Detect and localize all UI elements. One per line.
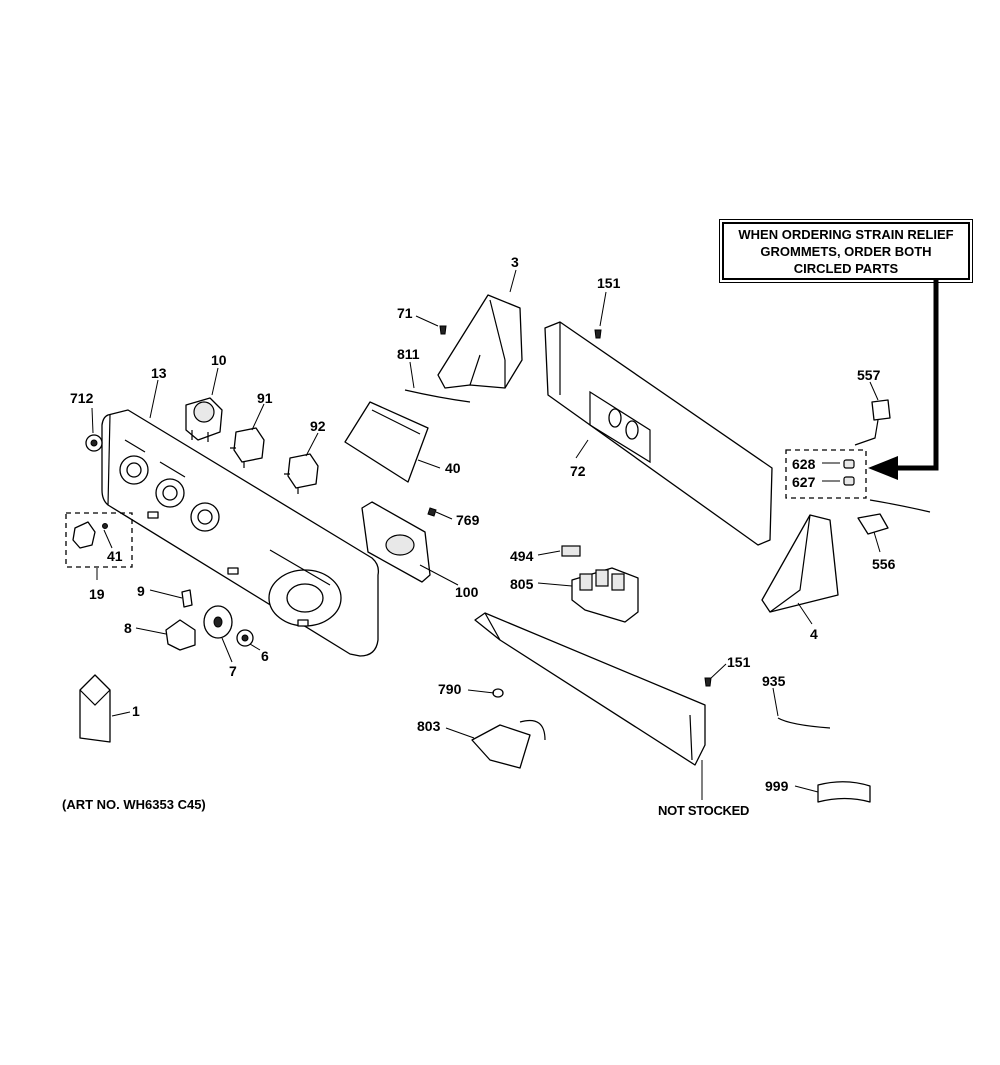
callout-6: 6 — [261, 648, 269, 664]
clamp-790-part — [492, 688, 504, 698]
callout-91: 91 — [257, 390, 273, 406]
strain-relief-note: WHEN ORDERING STRAIN RELIEF GROMMETS, OR… — [719, 219, 973, 283]
screw-71-part — [439, 325, 447, 335]
dial-7-part — [203, 605, 233, 639]
callout-811: 811 — [397, 346, 420, 362]
callout-557: 557 — [857, 367, 881, 383]
clip-9-part — [181, 589, 193, 608]
knob-8-part — [165, 619, 196, 651]
note-line-3: CIRCLED PARTS — [793, 260, 899, 276]
note-arrow — [868, 278, 939, 480]
callout-769: 769 — [456, 512, 480, 528]
control-panel-part — [101, 409, 380, 657]
part-494 — [561, 545, 581, 557]
callout-999: 999 — [765, 778, 789, 794]
callout-9: 9 — [137, 583, 145, 599]
callout-628: 628 — [792, 456, 816, 472]
art-number: (ART NO. WH6353 C45) — [62, 797, 206, 812]
screw-151-top-part — [594, 329, 602, 339]
callout-3: 3 — [511, 254, 519, 270]
switch-91-part — [230, 427, 265, 468]
callout-627: 627 — [792, 474, 816, 490]
callout-8: 8 — [124, 620, 132, 636]
note-line-2: GROMMETS, ORDER BOTH — [760, 243, 932, 259]
bottom-tray-part — [474, 612, 706, 766]
callout-151-bottom: 151 — [727, 654, 751, 670]
callout-72: 72 — [570, 463, 586, 479]
callout-10: 10 — [211, 352, 227, 368]
nut-6-part — [236, 629, 254, 647]
callout-803: 803 — [417, 718, 441, 734]
callout-1: 1 — [132, 703, 140, 719]
screw-769-part — [427, 507, 437, 517]
callout-71: 71 — [397, 305, 413, 321]
pressure-switch-part — [185, 397, 223, 442]
callout-556: 556 — [872, 556, 896, 572]
callout-790: 790 — [438, 681, 462, 697]
envelope-1-part — [79, 674, 111, 743]
callout-92: 92 — [310, 418, 326, 434]
note-line-1: WHEN ORDERING STRAIN RELIEF — [738, 226, 954, 242]
callout-41: 41 — [107, 548, 123, 564]
callout-40: 40 — [445, 460, 461, 476]
leader-lines — [91, 269, 881, 800]
wire-935-part — [777, 717, 831, 729]
hose-811-part — [404, 389, 471, 403]
connector-556-part — [857, 499, 931, 535]
switch-92-part — [284, 453, 319, 494]
bracket-3-part — [437, 294, 523, 389]
screw-151-bottom-part — [704, 677, 712, 687]
callout-151-top: 151 — [597, 275, 621, 291]
callout-7: 7 — [229, 663, 237, 679]
callout-494: 494 — [510, 548, 534, 564]
callout-935: 935 — [762, 673, 786, 689]
water-valve-805-part — [571, 567, 639, 623]
callout-712: 712 — [70, 390, 94, 406]
power-cord-557-part — [854, 399, 891, 446]
housing-100-part — [361, 501, 431, 583]
callout-19: 19 — [89, 586, 105, 602]
callout-100: 100 — [455, 584, 479, 600]
knob-712-part — [85, 434, 103, 452]
back-panel-part — [544, 321, 773, 546]
callout-4: 4 — [810, 626, 818, 642]
wiring-card-part — [344, 401, 429, 483]
knob-assembly-19-part — [65, 512, 133, 568]
callout-13: 13 — [151, 365, 167, 381]
callout-805: 805 — [510, 576, 534, 592]
grommet-box — [785, 449, 867, 499]
not-stocked-label: NOT STOCKED — [658, 803, 750, 818]
bracket-4-part — [761, 514, 839, 613]
harness-999-part — [817, 781, 871, 803]
duct-803-part — [471, 719, 546, 769]
